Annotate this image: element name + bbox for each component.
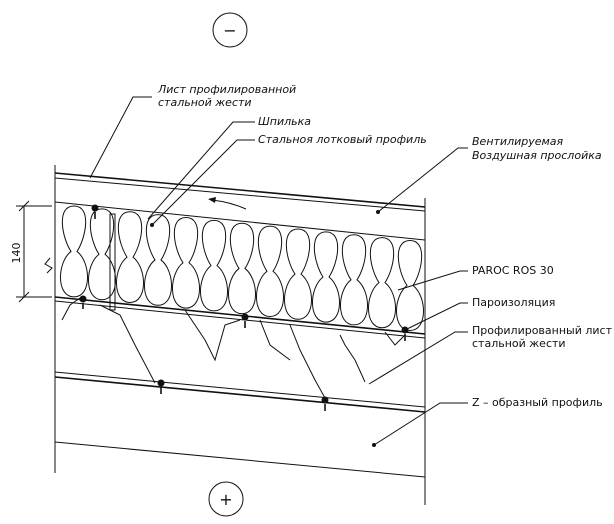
vapor-barrier (54, 296, 426, 339)
wool-lobe (340, 234, 368, 326)
label-ventilated-2: Воздушная прослойка (472, 149, 602, 162)
mineral-wool-insulation (60, 205, 424, 332)
lower-profiled-sheet (54, 371, 426, 413)
plus-symbol: + (208, 481, 244, 517)
label-profiled-sheet-right-1: Профилированный лист (472, 324, 613, 337)
wool-lobe (116, 211, 144, 304)
label-profiled-sheet-top-1: Лист профилированной (157, 83, 296, 96)
insulation-top-line (54, 201, 426, 241)
label-profiled-sheet-right-2: стальной жести (472, 337, 566, 350)
fastener-icon (79, 295, 87, 309)
stud (109, 213, 116, 311)
label-ventilated-1: Вентилируемая (472, 135, 564, 148)
fasteners (79, 204, 409, 447)
tray-profile (61, 297, 406, 399)
label-z-profile: Z – образный профиль (472, 396, 603, 409)
fastener-icon (91, 204, 99, 219)
label-paroc: PAROC ROS 30 (472, 264, 554, 277)
fastener-icon (321, 396, 329, 411)
dimension-140: 140 (10, 200, 53, 303)
wool-lobe (368, 237, 396, 329)
plus-symbol-text: + (219, 490, 232, 509)
fastener-icon (241, 313, 249, 328)
wool-lobe (228, 222, 256, 315)
wool-lobe (60, 205, 88, 298)
wool-lobe (200, 219, 228, 312)
dimension-value: 140 (10, 243, 23, 264)
fastener-icon (157, 379, 165, 394)
wool-lobe (88, 208, 116, 301)
wool-lobe (256, 225, 284, 318)
wool-lobe (144, 214, 172, 306)
wool-lobe (396, 239, 424, 332)
wool-lobe (312, 231, 340, 323)
label-tray-profile: Стальноя лотковый профиль (258, 133, 427, 146)
minus-symbol: − (212, 12, 248, 48)
label-profiled-sheet-top-2: стальной жести (158, 96, 252, 109)
slope-arrow-icon (208, 197, 247, 210)
label-stud: Шпилька (258, 115, 311, 128)
minus-symbol-text: − (223, 21, 236, 40)
bottom-edge-line (54, 441, 426, 478)
wool-lobe (284, 228, 312, 320)
leader-lines (89, 96, 468, 446)
label-vapor-barrier: Пароизоляция (472, 296, 555, 309)
wool-lobe (172, 216, 200, 309)
top-profiled-sheet (54, 172, 426, 212)
